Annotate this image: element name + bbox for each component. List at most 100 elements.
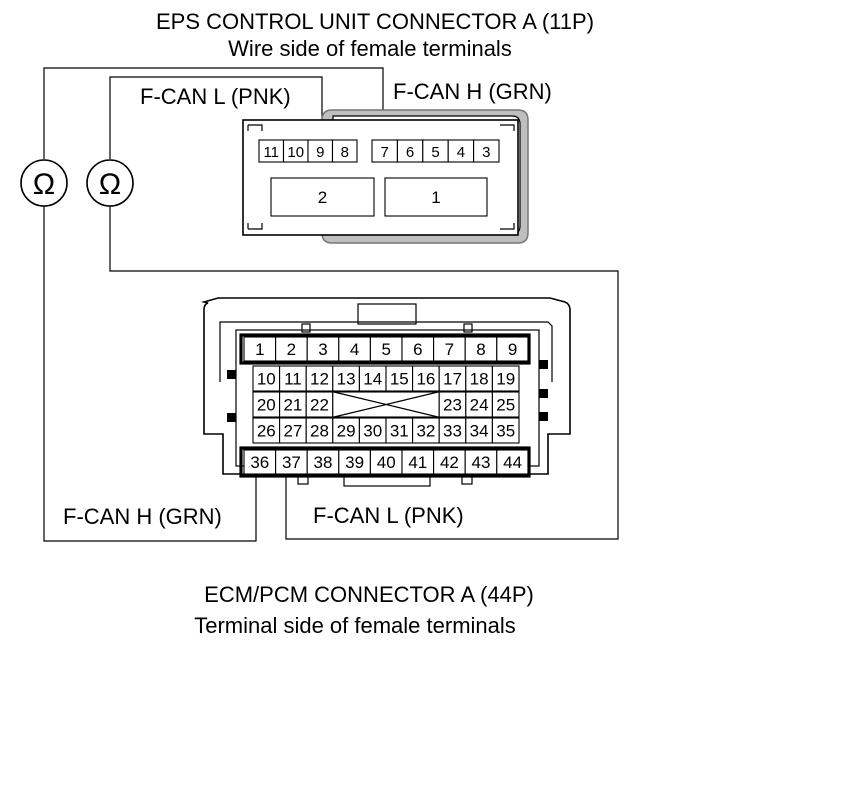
wire-fcan-h	[43, 67, 384, 542]
ohmmeter-left: Ω	[20, 159, 68, 207]
eps-pin: 9	[307, 139, 334, 163]
ohm-icon: Ω	[33, 168, 55, 201]
ecm-pin: 4	[338, 336, 371, 362]
pin-number: 37	[282, 453, 301, 472]
eps-pin: 7	[371, 139, 398, 163]
ecm-pin: 24	[465, 391, 493, 418]
pin-number: 5	[431, 144, 439, 161]
pin-number: 5	[381, 340, 390, 359]
eps-pin: 4	[447, 139, 475, 163]
pin-number: 10	[257, 370, 276, 389]
ecm-pin: 16	[412, 365, 440, 392]
pin-number: 4	[350, 340, 359, 359]
pin-number: 2	[287, 340, 296, 359]
ecm-pin: 12	[305, 365, 334, 392]
ecm-pin: 19	[491, 365, 520, 392]
eps-pin: 3	[473, 139, 500, 163]
ecm-pin: 7	[433, 336, 466, 362]
pin-number: 33	[443, 422, 462, 441]
pin-number: 35	[496, 422, 515, 441]
ecm-connector-subtitle: Terminal side of female terminals	[194, 613, 516, 638]
ecm-pin: 25	[491, 391, 520, 418]
pin-number: 4	[457, 144, 465, 161]
ecm-pin: 11	[279, 365, 307, 392]
pin-number: 15	[390, 370, 409, 389]
pin-number: 7	[445, 340, 454, 359]
ecm-pin: 13	[332, 365, 360, 392]
eps-pin: 6	[396, 139, 424, 163]
pin-number: 41	[408, 453, 427, 472]
pin-number: 30	[363, 422, 382, 441]
pin-number: 16	[416, 370, 435, 389]
pin-number: 20	[257, 396, 276, 415]
ohm-icon: Ω	[99, 168, 121, 201]
ecm-pin: 30	[358, 417, 387, 444]
eps-connector-subtitle: Wire side of female terminals	[228, 36, 512, 61]
pin-number: 39	[345, 453, 364, 472]
pin-number: 1	[255, 340, 264, 359]
pin-number: 6	[406, 144, 414, 161]
pin-number: 3	[318, 340, 327, 359]
ecm-pin: 40	[369, 449, 403, 475]
ecm-pin: 3	[306, 336, 340, 362]
pin-number: 42	[440, 453, 459, 472]
ecm-pin: 44	[496, 449, 529, 475]
eps-pin-large: 2	[270, 177, 375, 217]
ecm-pin: 41	[401, 449, 435, 475]
eps-label-fcan-l: F-CAN L (PNK)	[140, 84, 291, 109]
pin-number: 27	[283, 422, 302, 441]
pin-number: 25	[496, 396, 515, 415]
ecm-pin: 31	[385, 417, 414, 444]
ecm-pin: 28	[305, 417, 334, 444]
eps-pin-large: 1	[384, 177, 488, 217]
ecm-label-fcan-h: F-CAN H (GRN)	[63, 504, 222, 529]
ecm-pin: 35	[491, 417, 520, 444]
pin-number: 38	[314, 453, 333, 472]
wire-fcan-l	[109, 76, 619, 540]
ecm-pin: 39	[338, 449, 371, 475]
pin-number: 43	[472, 453, 491, 472]
ecm-pin: 10	[252, 365, 281, 392]
eps-pin: 8	[331, 139, 358, 163]
ecm-pin: 29	[332, 417, 360, 444]
ecm-pin: 18	[465, 365, 493, 392]
pin-number: 1	[431, 188, 440, 207]
pin-number: 28	[310, 422, 329, 441]
ecm-pin: 2	[275, 336, 308, 362]
pin-number: 7	[381, 144, 389, 161]
ecm-pin: 23	[438, 391, 467, 418]
pin-number: 32	[416, 422, 435, 441]
pin-number: 8	[341, 144, 349, 161]
eps-pin: 5	[422, 139, 449, 163]
ecm-pin: 20	[252, 391, 281, 418]
pin-number: 31	[390, 422, 409, 441]
pin-number: 9	[316, 144, 324, 161]
ecm-pin: 22	[305, 391, 334, 418]
ecm-pin: 27	[279, 417, 307, 444]
pin-number: 26	[257, 422, 276, 441]
pin-number: 13	[337, 370, 356, 389]
ecm-pin: 38	[306, 449, 340, 475]
pin-number: 14	[363, 370, 382, 389]
ecm-pin: 15	[385, 365, 414, 392]
pin-number: 24	[470, 396, 489, 415]
pin-number: 29	[337, 422, 356, 441]
pin-number: 34	[470, 422, 489, 441]
pin-number: 2	[318, 188, 327, 207]
ecm-pin: 9	[496, 336, 529, 362]
ecm-pin: 6	[401, 336, 435, 362]
pin-number: 17	[443, 370, 462, 389]
ecm-pin: 43	[464, 449, 498, 475]
pin-number: 11	[263, 144, 279, 161]
pin-number: 22	[310, 396, 329, 415]
ecm-pin: 8	[464, 336, 498, 362]
ecm-pin: 26	[252, 417, 281, 444]
pin-number: 8	[476, 340, 485, 359]
ecm-pin: 17	[438, 365, 467, 392]
ohmmeter-right: Ω	[86, 159, 134, 207]
ecm-pin: 42	[433, 449, 466, 475]
ecm-label-fcan-l: F-CAN L (PNK)	[313, 503, 464, 528]
ecm-pin: 14	[358, 365, 387, 392]
